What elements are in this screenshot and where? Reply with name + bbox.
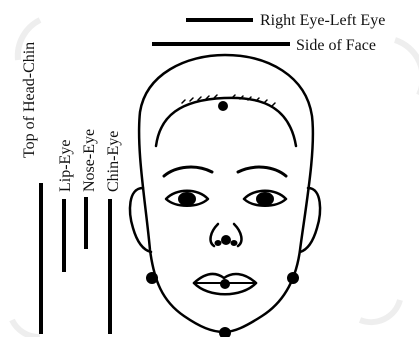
- left-pupil: [178, 192, 196, 206]
- lip-eye-label: Lip-Eye: [57, 140, 74, 192]
- top-of-head-chin-label: Top of Head-Chin: [21, 42, 38, 158]
- left-eyebrow: [164, 167, 212, 176]
- left-nostril: [215, 240, 222, 246]
- face-drawing: [130, 55, 320, 332]
- chin-eye-label: Chin-Eye: [105, 131, 122, 192]
- right-nostril: [231, 240, 238, 246]
- side-of-face-label: Side of Face: [296, 37, 376, 54]
- left-jaw-landmark-dot: [146, 272, 158, 284]
- right-eye-left-eye-label: Right Eye-Left Eye: [260, 12, 385, 29]
- right-jaw-landmark-dot: [287, 272, 299, 284]
- head-outline: [139, 55, 313, 332]
- nose-eye-label: Nose-Eye: [81, 129, 98, 192]
- right-pupil: [256, 192, 274, 206]
- chin-landmark-dot: [219, 327, 231, 337]
- nose-landmark-dot: [221, 235, 231, 245]
- mouth-landmark-dot: [220, 279, 230, 289]
- right-eyebrow: [238, 167, 286, 176]
- forehead-landmark-dot: [218, 101, 228, 111]
